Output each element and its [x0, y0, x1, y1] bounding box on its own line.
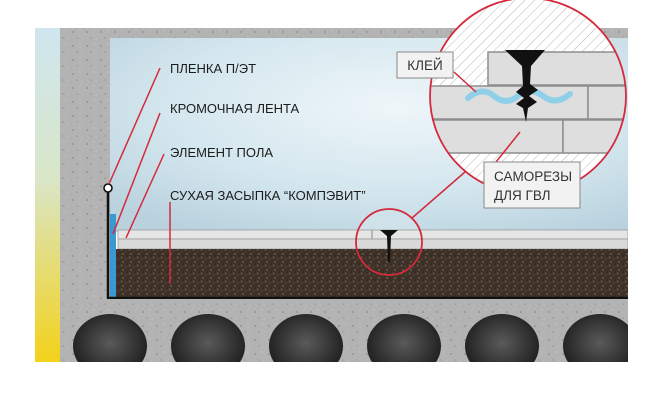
label-edge-tape: КРОМОЧНАЯ ЛЕНТА — [170, 101, 300, 116]
glue-layer — [465, 88, 573, 104]
callout-glue-text: КЛЕЙ — [407, 58, 442, 73]
screw-icon — [505, 50, 545, 122]
callout-screws-line2: ДЛЯ ГВЛ — [494, 188, 551, 203]
label-floor-element: ЭЛЕМЕНТ ПОЛА — [170, 145, 273, 160]
zoom-connector-line — [411, 171, 466, 219]
color-gradient-strip — [35, 28, 60, 362]
zoom-circle-large — [429, 0, 627, 195]
film-marker-ring — [103, 183, 113, 193]
zoom-circle-small — [355, 208, 423, 276]
label-dry-backfill: СУХАЯ ЗАСЫПКА “КОМПЭВИТ” — [170, 188, 366, 203]
concrete-top-band — [60, 28, 628, 38]
leader-lines — [108, 67, 521, 284]
pet-film-line — [106, 190, 628, 300]
edge-tape — [110, 214, 116, 297]
callout-screws-line1: САМОРЕЗЫ — [494, 169, 572, 184]
label-pet-film: ПЛЕНКА П/ЭТ — [170, 61, 256, 76]
slab-hollow-cores — [73, 314, 628, 362]
callout-screws: САМОРЕЗЫ ДЛЯ ГВЛ — [483, 161, 581, 209]
callout-glue: КЛЕЙ — [396, 51, 454, 79]
